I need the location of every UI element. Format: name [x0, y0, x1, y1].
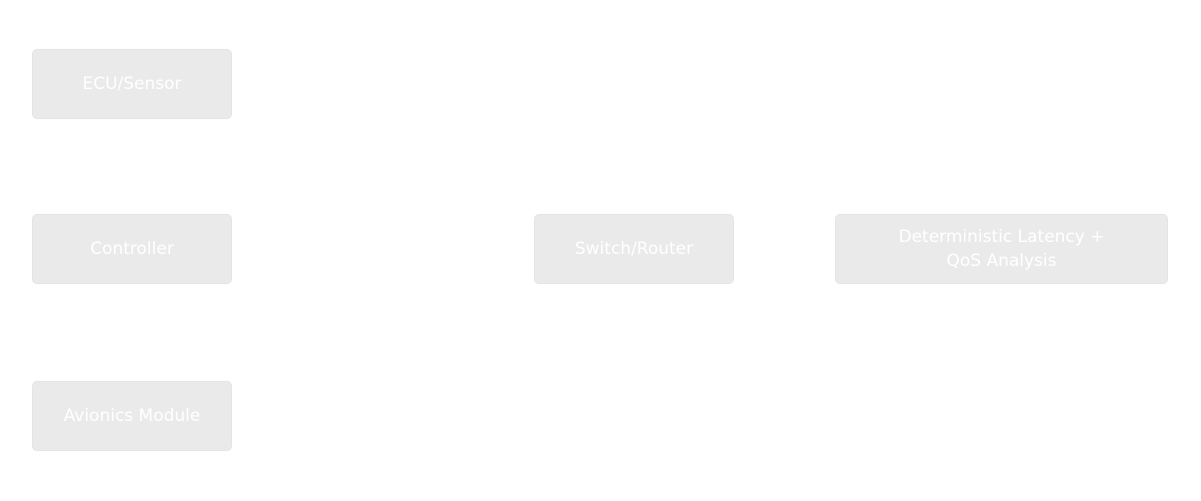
node-controller: Controller: [32, 214, 232, 284]
node-ecu-sensor: ECU/Sensor: [32, 49, 232, 119]
node-label: ECU/Sensor: [82, 74, 182, 94]
node-avionics-module: Avionics Module: [32, 381, 232, 451]
node-switch-router: Switch/Router: [534, 214, 734, 284]
node-label: Controller: [90, 239, 174, 259]
node-qos-analysis: Deterministic Latency + QoS Analysis: [835, 214, 1168, 284]
node-label: Switch/Router: [574, 239, 694, 259]
node-label: Avionics Module: [63, 406, 201, 426]
node-label: Deterministic Latency + QoS Analysis: [898, 227, 1105, 271]
